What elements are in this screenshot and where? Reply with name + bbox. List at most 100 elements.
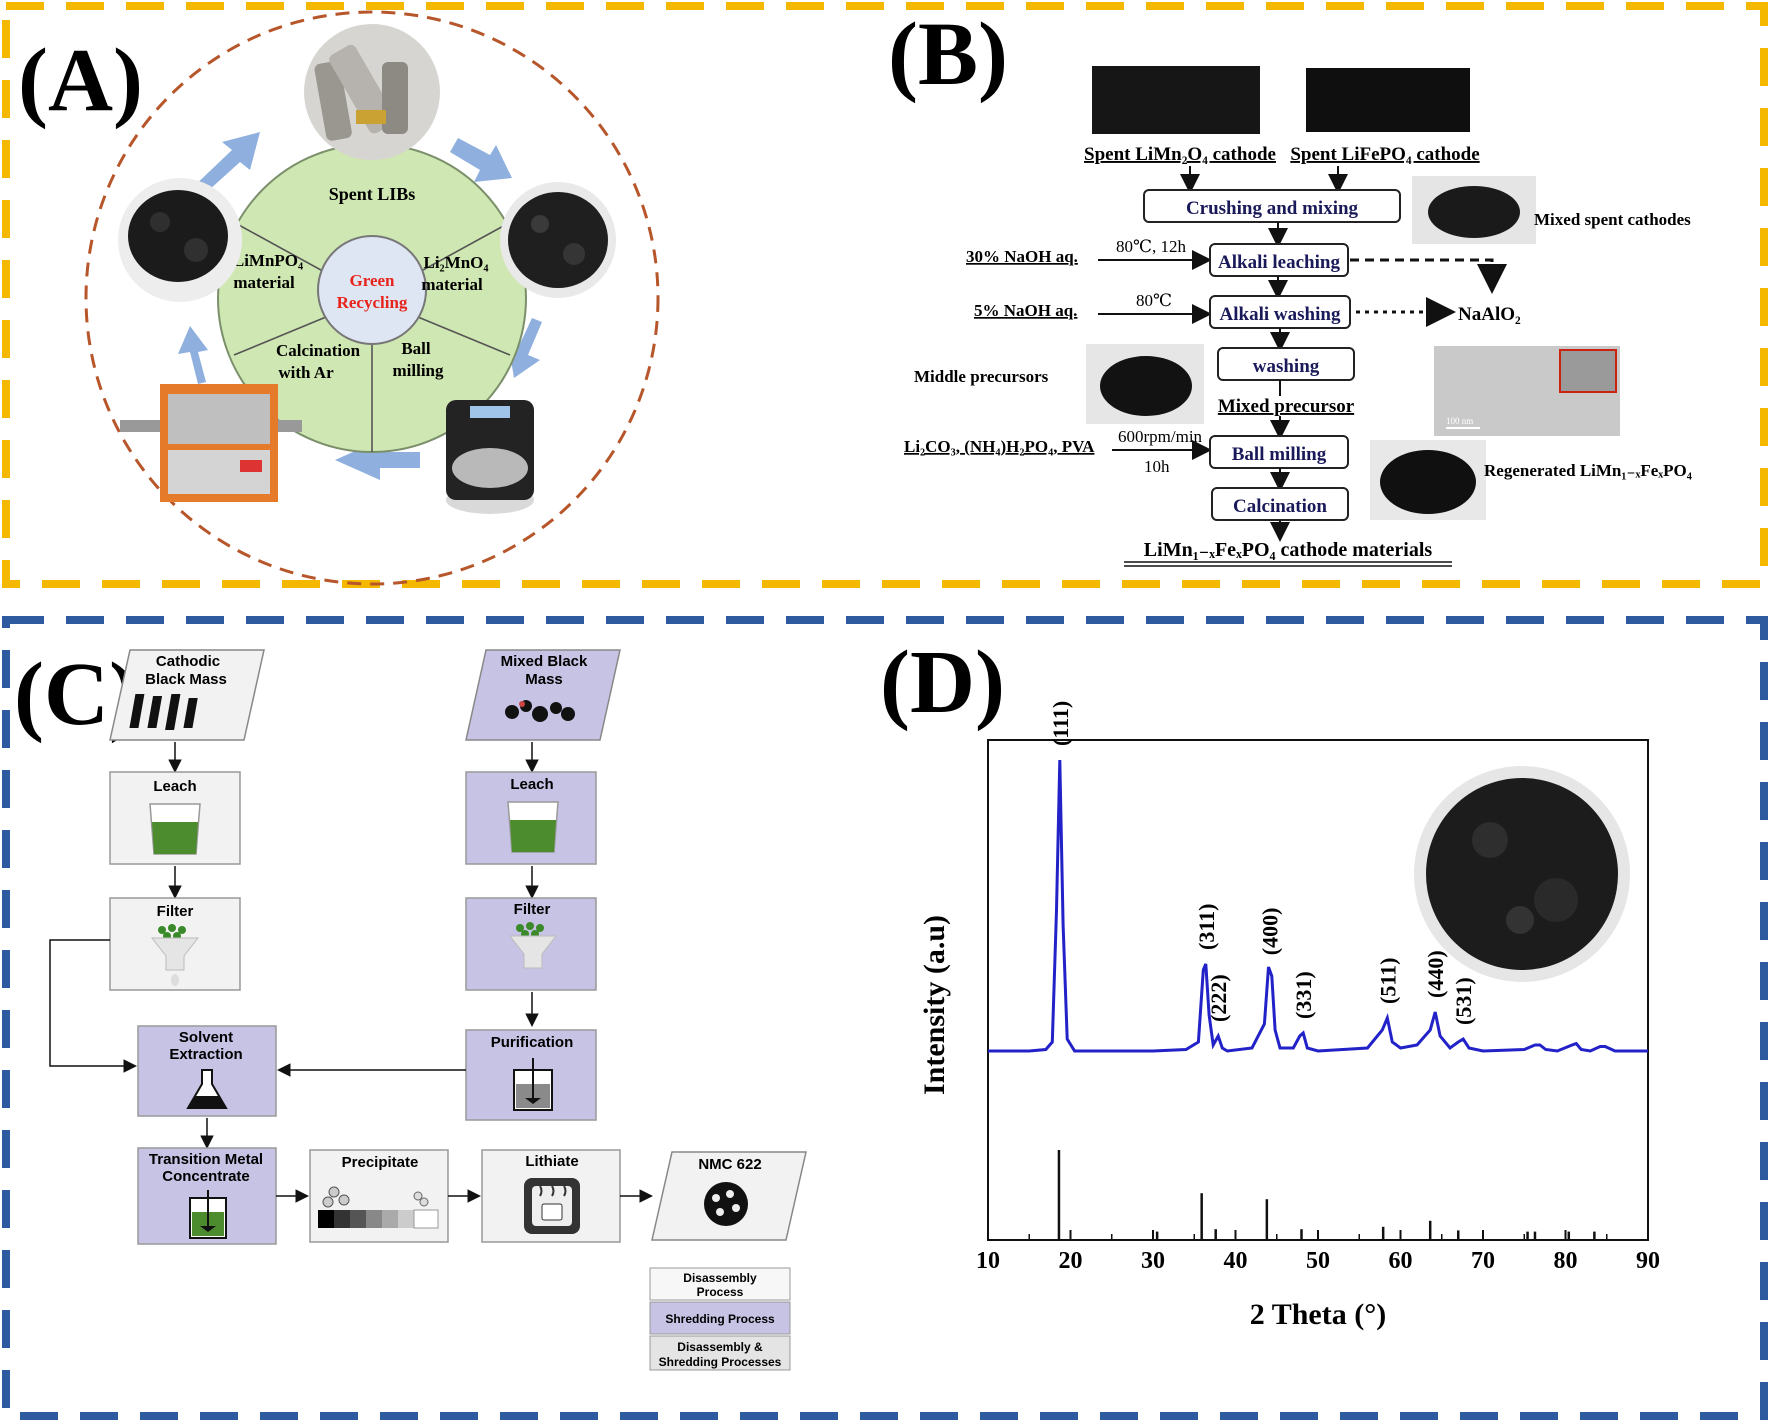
peak-labels: (111)(311)(222)(400)(331)(511)(440)(531): [1048, 701, 1476, 1025]
naoh30-label: 30% NaOH aq.: [966, 247, 1078, 266]
cond-80c-12h: 80℃, 12h: [1116, 237, 1187, 256]
furnace-icon: [524, 1178, 580, 1234]
tube-furnace-photo: [120, 384, 302, 502]
crushing-label: Crushing and mixing: [1186, 198, 1359, 219]
calcination-label: Calcination: [1233, 496, 1327, 517]
panel-a-svg: (A) Green Recycling Spent LIBs Li₂MnO₄ m…: [2, 2, 1768, 588]
peak-label: (440): [1423, 950, 1448, 998]
x-tick-label: 50: [1306, 1248, 1330, 1274]
arrow-top-right-icon: [450, 138, 512, 182]
peak-label: (222): [1206, 974, 1231, 1022]
naoh5-label: 5% NaOH aq.: [974, 301, 1077, 320]
segment-ball-l1: Ball: [401, 339, 431, 358]
li2mno4-powder-photo: [500, 182, 616, 298]
alkali-washing-label: Alkali washing: [1220, 304, 1341, 325]
x-axis-label: 2 Theta (°): [1250, 1298, 1386, 1331]
panel-a: (A) Green Recycling Spent LIBs Li₂MnO₄ m…: [0, 0, 1772, 590]
limnpo4-powder-photo: [118, 178, 242, 302]
mixed-l2: Mass: [525, 671, 563, 688]
segment-ball-l2: milling: [392, 361, 444, 380]
arrow-left-icon: [178, 326, 208, 384]
legend-disassembly-box: [649, 1267, 791, 1301]
wheel-center-line1: Green: [349, 271, 395, 290]
mixed-black-mass-node: [465, 649, 621, 741]
ball-milling-label: Ball milling: [1232, 444, 1327, 465]
filter-label-right: Filter: [514, 901, 551, 918]
spent-life-photo: [1306, 68, 1470, 132]
segment-limnpo4-l1: LiMnPO₄: [233, 251, 303, 270]
legend-disassembly-l1: Disassembly: [683, 1271, 757, 1285]
beaker-icon-left: [149, 803, 201, 855]
spent-limn-photo: [1092, 66, 1260, 134]
solvent-l2: Extraction: [169, 1046, 242, 1063]
panel-b-svg: (B) Spent LiMn₂O₄ cathode Spent LiFePO₄ …: [888, 5, 1692, 567]
tem-scale-bar: 100 nm: [1446, 416, 1473, 426]
cathodic-l2: Black Mass: [145, 671, 227, 688]
wheel-center: [317, 235, 427, 345]
peak-label: (331): [1291, 971, 1316, 1019]
precipitate-gradient-icon: [318, 1186, 439, 1229]
arrow-bottom-icon: [335, 440, 420, 480]
segment-limnpo4-l2: material: [233, 273, 295, 292]
x-tick-label: 90: [1636, 1248, 1660, 1274]
stirred-tank-icon-purification: [513, 1058, 553, 1111]
final-product-label: LiMn₁₋ₓFeₓPO₄ cathode materials: [1144, 539, 1433, 561]
x-tick-label: 80: [1554, 1248, 1578, 1274]
washing-box: [1217, 347, 1355, 381]
tm-l1: Transition Metal: [149, 1151, 263, 1168]
peak-label: (511): [1375, 958, 1400, 1004]
panel-c: (C) Cathodic Black Mass Mixed Black Mass…: [14, 645, 807, 1371]
regenerated-label: Regenerated LiMn₁₋ₓFeₓPO₄: [1484, 461, 1692, 480]
mixed-precursor-label: Mixed precursor: [1218, 396, 1355, 417]
solvent-l1: Solvent: [179, 1029, 233, 1046]
filter-label-left: Filter: [157, 903, 194, 920]
segment-li2mno4-l1: Li₂MnO₄: [424, 253, 489, 272]
spent-limn-label: Spent LiMn₂O₄ cathode: [1084, 144, 1276, 165]
reference-sticks: [1057, 1150, 1596, 1240]
xrd-pattern-line: [988, 759, 1648, 1053]
panel-b-label: (B): [888, 5, 1008, 104]
panel-bottom-border: [2, 616, 1768, 1420]
wheel-center-line2: Recycling: [337, 293, 408, 312]
leach-label-left: Leach: [153, 778, 196, 795]
bottom-svg: (C) Cathodic Black Mass Mixed Black Mass…: [2, 616, 1768, 1420]
legend-shredding-box: [649, 1301, 791, 1335]
cond-10h: 10h: [1144, 457, 1170, 476]
cathodic-l1: Cathodic: [156, 653, 220, 670]
cond-80c: 80℃: [1136, 291, 1172, 310]
washing-label: washing: [1253, 356, 1320, 377]
segment-spent-libs: Spent LIBs: [329, 184, 416, 204]
segment-li2mno4-l2: material: [421, 275, 483, 294]
flask-icon: [186, 1069, 228, 1109]
legend-shredding: Shredding Process: [665, 1312, 775, 1326]
arrow-top-left-icon: [190, 132, 260, 200]
peak-label: (311): [1194, 904, 1219, 950]
legend-both-box: [649, 1335, 791, 1371]
filter-funnel-icon-right: [508, 922, 558, 969]
x-tick-label: 40: [1224, 1248, 1248, 1274]
peak-label: (531): [1451, 977, 1476, 1025]
x-tick-label: 10: [976, 1248, 1000, 1274]
panel-top-border: [2, 2, 1768, 588]
x-tick-label: 70: [1471, 1248, 1495, 1274]
peak-label: (400): [1257, 908, 1282, 956]
legend-both-l2: Shredding Processes: [659, 1355, 782, 1369]
mixed-particles-icon: [505, 700, 575, 722]
nmc-particle-icon: [704, 1182, 748, 1226]
filter-funnel-icon-left: [150, 924, 200, 986]
precipitate-label: Precipitate: [342, 1154, 419, 1171]
ball-mill-photo: [446, 400, 534, 514]
tm-l2: Concentrate: [162, 1168, 250, 1185]
mixed-spent-label: Mixed spent cathodes: [1534, 210, 1691, 229]
cycle-arrows: [178, 132, 542, 480]
y-axis-label: Intensity (a.u): [918, 915, 951, 1095]
lithiate-label: Lithiate: [525, 1153, 578, 1170]
x-tick-label: 60: [1389, 1248, 1413, 1274]
crushing-box: [1143, 189, 1401, 223]
tem-inset: [1559, 349, 1617, 393]
middle-precursors-label: Middle precursors: [914, 367, 1049, 386]
leach-label-right: Leach: [510, 776, 553, 793]
mixed-l1: Mixed Black: [501, 653, 588, 670]
